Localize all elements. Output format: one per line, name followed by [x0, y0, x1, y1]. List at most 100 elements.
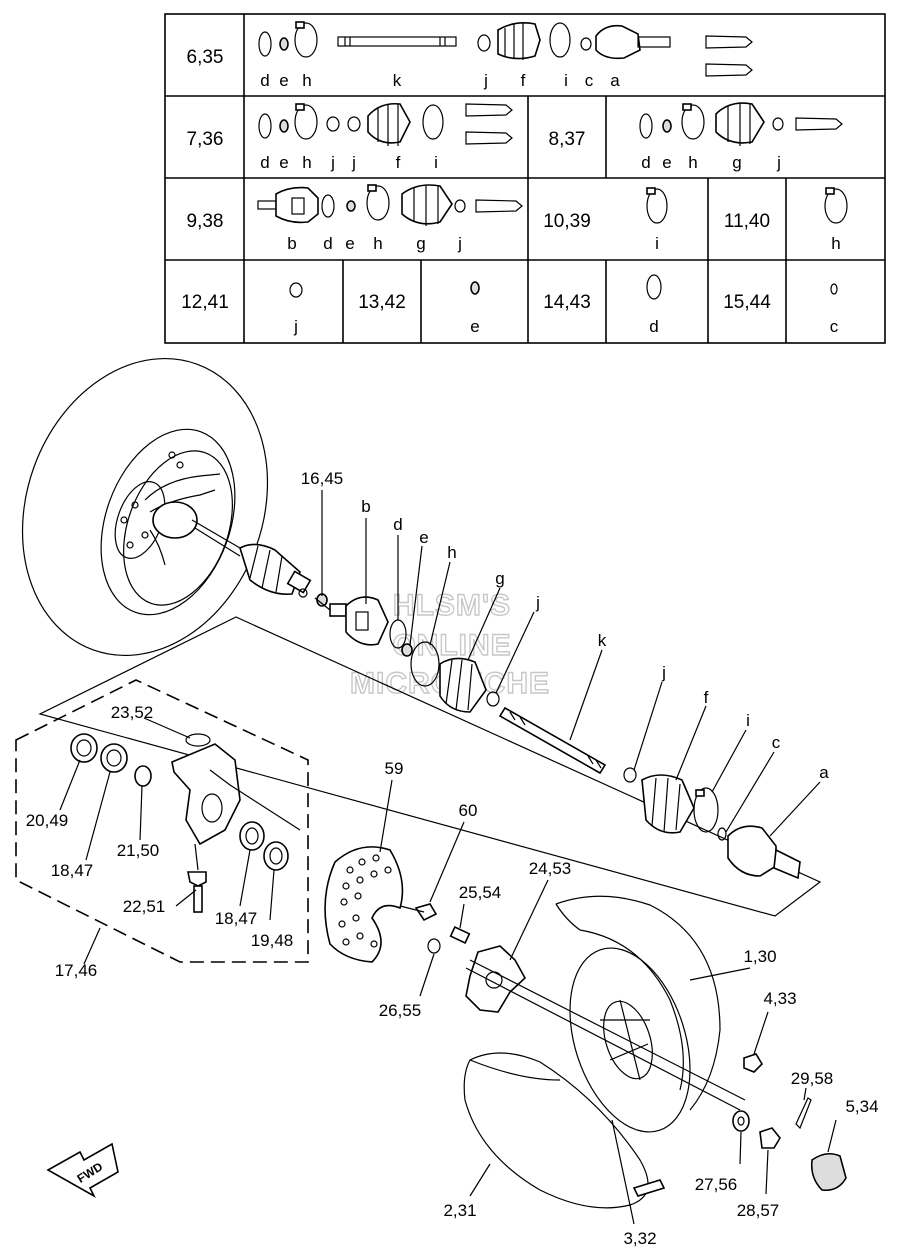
- table-ref: 10,39: [543, 211, 591, 232]
- callout-a: a: [819, 763, 829, 782]
- callout-16-45: 16,45: [301, 469, 344, 488]
- collar-part: [134, 765, 152, 787]
- kit-part-letter: e: [345, 234, 354, 253]
- callout-20-49: 20,49: [26, 811, 69, 830]
- table-ref: 11,40: [724, 211, 770, 232]
- kit-part-letter: e: [279, 153, 288, 172]
- callout-j: j: [535, 593, 540, 612]
- axle-nut-part: [759, 1127, 781, 1149]
- hub-part: [465, 945, 527, 1013]
- callout-k: k: [598, 631, 607, 650]
- nut-part: [743, 1053, 764, 1073]
- kit-table: 6,35 7,36 8,37 9,38 10,39 11,40 12,41 13…: [164, 13, 886, 344]
- callout-f: f: [704, 688, 709, 707]
- assembly-outline: [38, 616, 822, 917]
- kit-part-letter: d: [641, 153, 650, 172]
- shaft-part: [498, 706, 607, 775]
- lower-wheel-assembly: [427, 895, 847, 1209]
- bearing-part: [239, 821, 265, 851]
- kit-row-8-icons: [639, 102, 843, 146]
- callout-3-32: 3,32: [623, 1229, 656, 1248]
- callout-17-46: 17,46: [55, 961, 98, 980]
- kit-part-letter: e: [662, 153, 671, 172]
- knuckle-group: [15, 679, 309, 963]
- table-ref: 9,38: [187, 211, 224, 232]
- clip-part: [486, 691, 500, 707]
- callout-j: j: [661, 663, 666, 682]
- callout-19-48: 19,48: [251, 931, 294, 950]
- callout-59: 59: [385, 759, 404, 778]
- kit-part-letter: d: [260, 153, 269, 172]
- kit-part-letter: g: [416, 234, 425, 253]
- cotter-pin-part: [795, 1097, 812, 1130]
- kit-part-letter: h: [302, 71, 311, 90]
- outboard-joint-part: [727, 825, 777, 877]
- hub-cap-part: [810, 1152, 847, 1192]
- kit-part-letter: f: [521, 71, 526, 90]
- o-ring-part: [427, 938, 441, 954]
- kit-part-letter: d: [323, 234, 332, 253]
- kit-part-letter: c: [585, 71, 594, 90]
- valve-part: [632, 1179, 666, 1197]
- callout-5-34: 5,34: [845, 1097, 878, 1116]
- table-ref: 8,37: [549, 129, 586, 150]
- callout-24-53: 24,53: [529, 859, 572, 878]
- kit-part-letter: i: [655, 234, 659, 253]
- callout-labels: 16,45 b d e h g j k j f i c a 23,52 20,4…: [26, 469, 879, 1248]
- kit-part-letter: e: [470, 317, 479, 336]
- callout-c: c: [772, 733, 781, 752]
- watermark-line: HLSM'S: [393, 589, 511, 622]
- callout-23-52: 23,52: [111, 703, 154, 722]
- kit-part-letter: h: [302, 153, 311, 172]
- kit-part-letter: j: [483, 71, 488, 90]
- callout-4-33: 4,33: [763, 989, 796, 1008]
- ball-joint-part: [187, 871, 207, 887]
- callout-21-50: 21,50: [117, 841, 160, 860]
- fwd-arrow-icon: FWD: [46, 1142, 119, 1198]
- bearing-part: [100, 743, 128, 773]
- callout-25-54: 25,54: [459, 883, 502, 902]
- kit-part-letter: h: [373, 234, 382, 253]
- brake-disc-part: [324, 846, 404, 963]
- kit-part-letter: h: [688, 153, 697, 172]
- kit-part-letter: a: [610, 71, 620, 90]
- ring-icon: [830, 283, 838, 295]
- rim-part: [569, 947, 691, 1133]
- kit-part-letter: i: [434, 153, 438, 172]
- callout-18-47: 18,47: [51, 861, 94, 880]
- kit-part-letter: i: [564, 71, 568, 90]
- kit-part-letter: j: [351, 153, 356, 172]
- kit-part-letter: j: [776, 153, 781, 172]
- callout-60: 60: [459, 801, 478, 820]
- table-ref: 13,42: [358, 292, 406, 313]
- callout-d: d: [393, 515, 402, 534]
- bolt-part: [414, 903, 438, 922]
- callout-26-55: 26,55: [379, 1001, 422, 1020]
- callout-18-47: 18,47: [215, 909, 258, 928]
- kit-row-7-icons: [258, 102, 513, 146]
- knuckle-group-outline: [15, 679, 309, 963]
- band-part: [693, 787, 719, 833]
- kit-part-letter: g: [732, 153, 741, 172]
- callout-2-31: 2,31: [443, 1201, 476, 1220]
- kit-part-letter: h: [831, 234, 840, 253]
- table-ref: 14,43: [543, 292, 591, 313]
- kit-part-letter: d: [649, 317, 658, 336]
- kit-row-9-icons: [257, 184, 523, 226]
- tire-part: [463, 1052, 649, 1209]
- table-ref: 6,35: [187, 47, 224, 68]
- kit-part-letter: e: [279, 71, 288, 90]
- callout-b: b: [361, 497, 370, 516]
- clip-part: [623, 767, 637, 783]
- callout-e: e: [419, 528, 428, 547]
- washer-icon: [470, 281, 480, 295]
- circlip-part: [185, 733, 211, 747]
- knuckle-part: [171, 743, 241, 846]
- leader-lines: [59, 490, 837, 1225]
- ring-part: [717, 827, 727, 841]
- kit-row-6-icons: [258, 21, 753, 77]
- band-part: [410, 641, 440, 687]
- washer-part: [732, 1110, 750, 1132]
- kit-part-letter: j: [330, 153, 335, 172]
